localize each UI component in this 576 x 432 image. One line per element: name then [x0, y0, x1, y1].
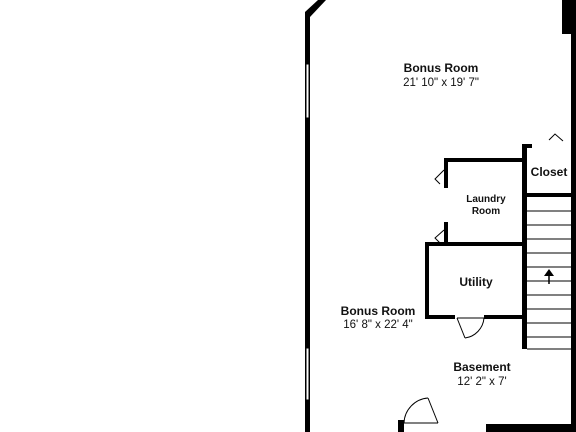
- bottom-wall-right: [486, 424, 576, 432]
- closet-top-wall-stub: [522, 144, 532, 148]
- room-dimensions-bonus-room-2: 16' 8" x 22' 4": [343, 319, 412, 331]
- utility-bottom-wall-right: [484, 315, 525, 319]
- utility-top-wall: [425, 242, 525, 246]
- laundry-door-upper: [434, 169, 445, 185]
- room-name-closet: Closet: [531, 165, 568, 179]
- stairs: [527, 210, 571, 350]
- doors: [403, 133, 564, 424]
- room-name-laundry-line2: Room: [472, 206, 500, 217]
- room-name-bonus-room-1: Bonus Room: [404, 61, 479, 75]
- window-upper: [305, 63, 310, 119]
- closet-bottom-wall: [522, 193, 576, 197]
- utility-left-wall: [425, 242, 429, 318]
- interior-walls: [425, 144, 576, 349]
- laundry-left-wall-lower: [444, 222, 448, 244]
- room-name-basement: Basement: [453, 360, 510, 374]
- closet-door-swing: [548, 133, 564, 142]
- window-lower: [305, 347, 310, 401]
- laundry-top-wall: [445, 158, 525, 162]
- utility-bottom-wall-left: [425, 315, 455, 319]
- bottom-wall-left: [398, 420, 404, 432]
- room-dimensions-basement: 12' 2" x 7': [457, 376, 506, 388]
- utility-door: [456, 317, 485, 339]
- arrow-up-icon: [544, 269, 554, 284]
- room-name-bonus-room-2: Bonus Room: [341, 304, 416, 318]
- room-dimensions-bonus-room-1: 21' 10" x 19' 7": [403, 77, 479, 89]
- laundry-left-wall-upper: [444, 158, 448, 188]
- top-angled-wall: [305, 0, 326, 17]
- right-exterior-wall: [571, 0, 576, 432]
- closet-left-wall: [522, 144, 527, 349]
- room-name-utility: Utility: [459, 275, 493, 289]
- room-name-laundry-line1: Laundry: [466, 194, 506, 205]
- basement-door: [403, 397, 439, 424]
- windows: [305, 63, 310, 401]
- laundry-door-lower: [434, 229, 445, 244]
